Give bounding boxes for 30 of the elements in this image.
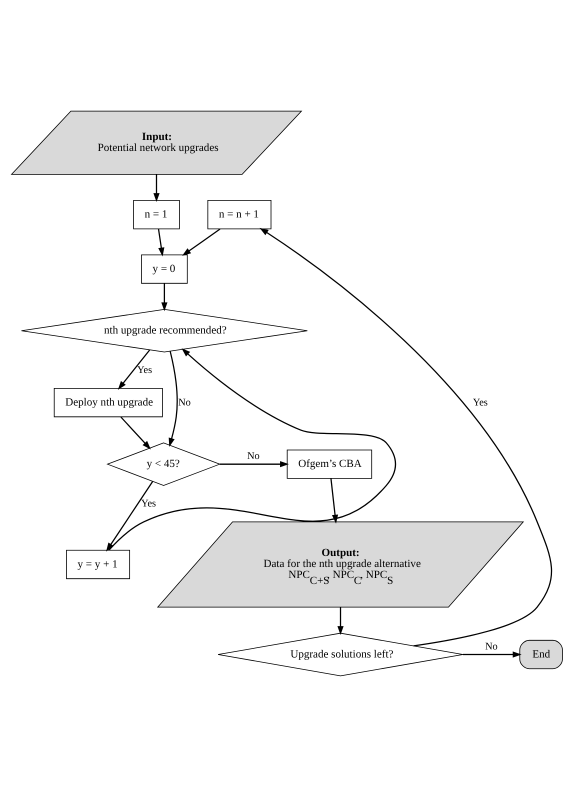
node-box: Ofgem’s CBA xyxy=(286,450,372,479)
node-box: n = n + 1 xyxy=(207,200,272,230)
arrow xyxy=(106,481,154,552)
node-box: Deploy nth upgrade xyxy=(54,388,163,418)
node-box: y = 0 xyxy=(141,254,188,284)
arrow xyxy=(462,651,522,658)
arrow xyxy=(108,348,396,551)
edge-label: No xyxy=(178,397,191,408)
edge-label: Yes xyxy=(472,397,488,408)
edge-label: Yes xyxy=(141,498,156,510)
arrow xyxy=(330,478,338,524)
arrow xyxy=(168,351,178,447)
node-box: n = 1 xyxy=(133,200,180,230)
arrow xyxy=(220,461,289,468)
arrow xyxy=(260,228,552,646)
edge-label: Yes xyxy=(137,364,152,376)
arrow xyxy=(120,416,151,450)
arrow xyxy=(153,174,160,202)
arrow xyxy=(161,284,168,312)
arrow xyxy=(182,228,220,256)
edge-label: No xyxy=(247,450,260,462)
node-box: End xyxy=(519,640,563,670)
arrow xyxy=(337,607,344,636)
node-diamond: nth upgrade recommended? xyxy=(21,309,308,352)
edge-label: No xyxy=(485,641,498,652)
node-box: y = y + 1 xyxy=(66,550,130,580)
node-diamond: Upgrade solutions left? xyxy=(218,632,464,676)
arrow xyxy=(118,350,150,390)
node-diamond: y < 45? xyxy=(106,442,221,486)
arrow xyxy=(158,228,164,256)
